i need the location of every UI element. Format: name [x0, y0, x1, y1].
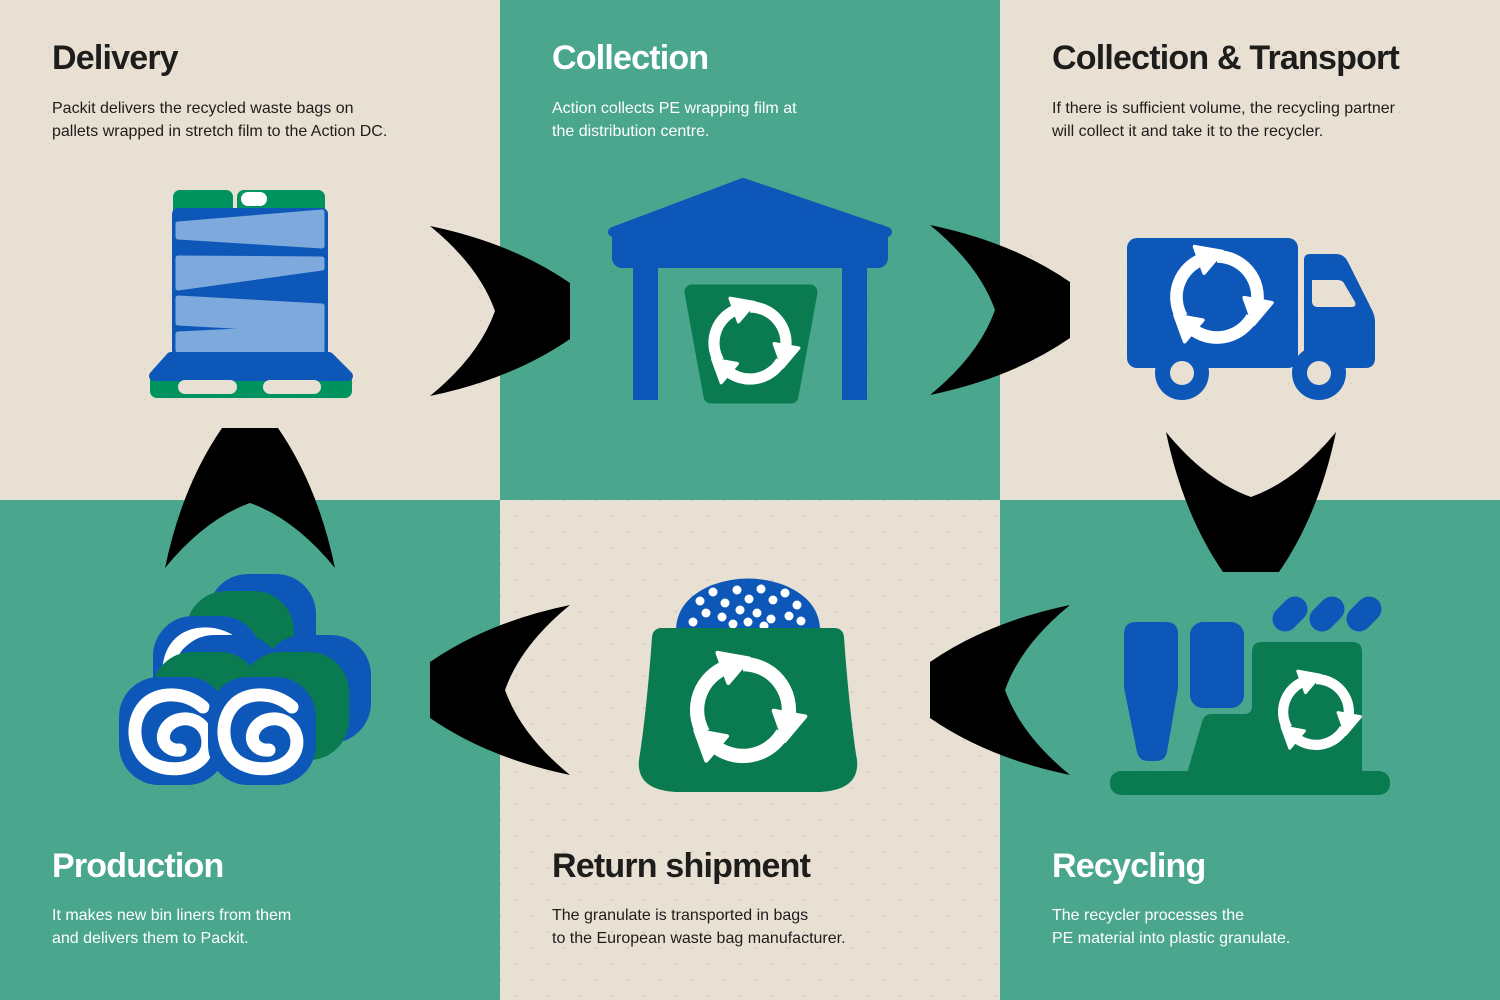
panel-description: Action collects PE wrapping film at the … — [552, 100, 797, 140]
panel-delivery: Delivery Packit delivers the recycled wa… — [0, 0, 500, 500]
panel-description: It makes new bin liners from them and de… — [52, 907, 292, 947]
recycling-factory-icon — [1110, 596, 1390, 795]
panel-collection-transport: Collection & Transport If there is suffi… — [1000, 0, 1500, 500]
arrow-delivery-to-collection — [430, 226, 570, 396]
panel-recycling: Recycling The recycler processes the PE … — [1000, 500, 1500, 1000]
arrow-collection-to-transport — [930, 225, 1070, 395]
bin-liner-rolls-icon — [110, 570, 385, 795]
warehouse-bin-icon — [608, 178, 892, 404]
granule-dots — [688, 584, 806, 631]
granulate-bag-icon — [638, 578, 858, 792]
panel-return-shipment: Return shipment The granulate is transpo… — [500, 500, 1000, 1000]
recycling-truck-icon — [1127, 238, 1375, 400]
arrow-return-to-production — [430, 605, 570, 775]
panel-description: The granulate is transported in bags to … — [552, 907, 846, 947]
arrow-recycling-to-return — [930, 605, 1070, 775]
panel-description: The recycler processes the PE material i… — [1052, 907, 1291, 947]
panel-description: Packit delivers the recycled waste bags … — [52, 100, 388, 140]
panel-production: Production It makes new bin liners from … — [0, 500, 500, 1000]
panel-title: Return shipment — [552, 847, 811, 885]
panel-title: Collection & Transport — [1052, 39, 1400, 77]
arrow-production-to-delivery — [165, 428, 335, 568]
panel-title: Delivery — [52, 39, 179, 77]
arrow-transport-to-recycling — [1166, 432, 1336, 572]
panel-collection: Collection Action collects PE wrapping f… — [500, 0, 1000, 500]
pallet-stack-icon — [149, 190, 353, 398]
panel-title: Collection — [552, 39, 709, 77]
panel-description: If there is sufficient volume, the recyc… — [1052, 100, 1395, 140]
panel-title: Production — [52, 847, 224, 885]
panel-title: Recycling — [1052, 847, 1206, 885]
